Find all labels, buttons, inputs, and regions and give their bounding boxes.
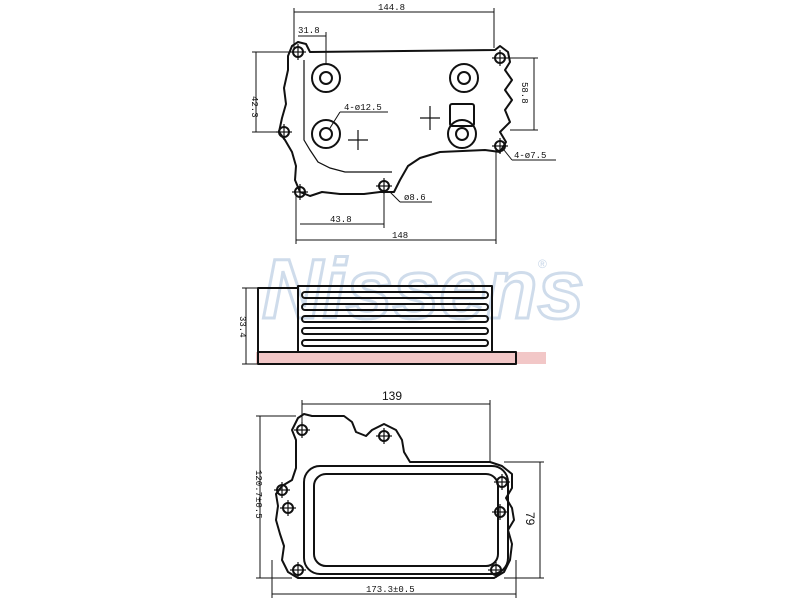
dim-top-bottom-width: 148 [392, 231, 408, 241]
bottom-hole-3 [494, 474, 510, 490]
bore-boss-4 [447, 119, 477, 149]
bottom-hole-1 [294, 422, 310, 438]
mounting-hole-top-right [492, 50, 508, 66]
crosshair-center-left [348, 130, 368, 150]
dim-bottom-left-height: 120.7±0.5 [253, 470, 263, 519]
bore-boss-2 [449, 63, 479, 93]
bore-boss-1 [311, 63, 341, 93]
dim-bottom-top-width: 139 [382, 389, 402, 403]
dim-side-height-line [242, 287, 258, 365]
dim-bottom-right-height-line [504, 461, 544, 579]
dim-side-height: 33.4 [237, 316, 247, 338]
dim-bottom-right-height: 79 [523, 512, 537, 526]
bottom-view-inner-frame-outer [303, 465, 509, 575]
leader-hole-right [503, 149, 513, 161]
leader-bore [329, 111, 341, 129]
bottom-hole-2 [376, 428, 392, 444]
bottom-hole-5 [280, 500, 296, 516]
dim-small-offset-line [298, 32, 327, 64]
bottom-hole-8 [488, 562, 504, 578]
hole-callout-right: 4-ø7.5 [514, 151, 546, 161]
side-view-fins [301, 291, 489, 347]
mounting-hole-bottom-left [292, 184, 308, 200]
dim-bottom-top-width-line [301, 400, 491, 462]
side-view-base-plate-highlight [256, 352, 546, 364]
bottom-hole-6 [492, 504, 508, 520]
top-view-outline [278, 41, 513, 197]
bore-callout: 4-ø12.5 [344, 103, 382, 113]
bottom-view: 139 120.7±0.5 79 173.3±0.5 [253, 389, 544, 598]
bottom-hole-4 [274, 482, 290, 498]
bottom-hole-7 [290, 562, 306, 578]
top-view-inner-contour [303, 60, 392, 173]
dim-right-height-line [506, 57, 538, 131]
crosshair-center-right [420, 106, 440, 130]
dim-left-height: 42.3 [249, 96, 259, 118]
dim-bottom-width-line [295, 150, 497, 244]
side-view: 33.4 [237, 285, 546, 365]
dim-top-width: 144.8 [378, 3, 405, 13]
dim-bottom-bottom-width: 173.3±0.5 [366, 585, 415, 595]
leader-hole-bottom [389, 191, 401, 203]
watermark-registered-mark: ® [538, 257, 547, 271]
dim-bottom-offset: 43.8 [330, 215, 352, 225]
dim-bottom-left-height-line [256, 415, 296, 579]
top-view: 144.8 31.8 42.3 58.8 4-ø12.5 4-ø7.5 ø8.6… [249, 3, 556, 244]
mounting-hole-bottom-mid [376, 178, 392, 194]
dim-small-offset: 31.8 [298, 26, 320, 36]
mounting-hole-mid-right [492, 138, 508, 154]
bottom-view-outline [275, 413, 515, 579]
sensor-port [449, 103, 475, 127]
hole-callout-bottom: ø8.6 [404, 193, 426, 203]
dim-top-width-line [293, 8, 495, 48]
dim-right-height: 58.8 [519, 82, 529, 104]
dim-bottom-offset-line [300, 192, 385, 228]
bottom-view-inner-frame-inner [313, 473, 499, 567]
bore-boss-3 [311, 119, 341, 149]
dim-bottom-bottom-width-line [271, 560, 517, 598]
dim-left-height-line [252, 51, 296, 133]
side-view-fin-stack [297, 285, 493, 353]
